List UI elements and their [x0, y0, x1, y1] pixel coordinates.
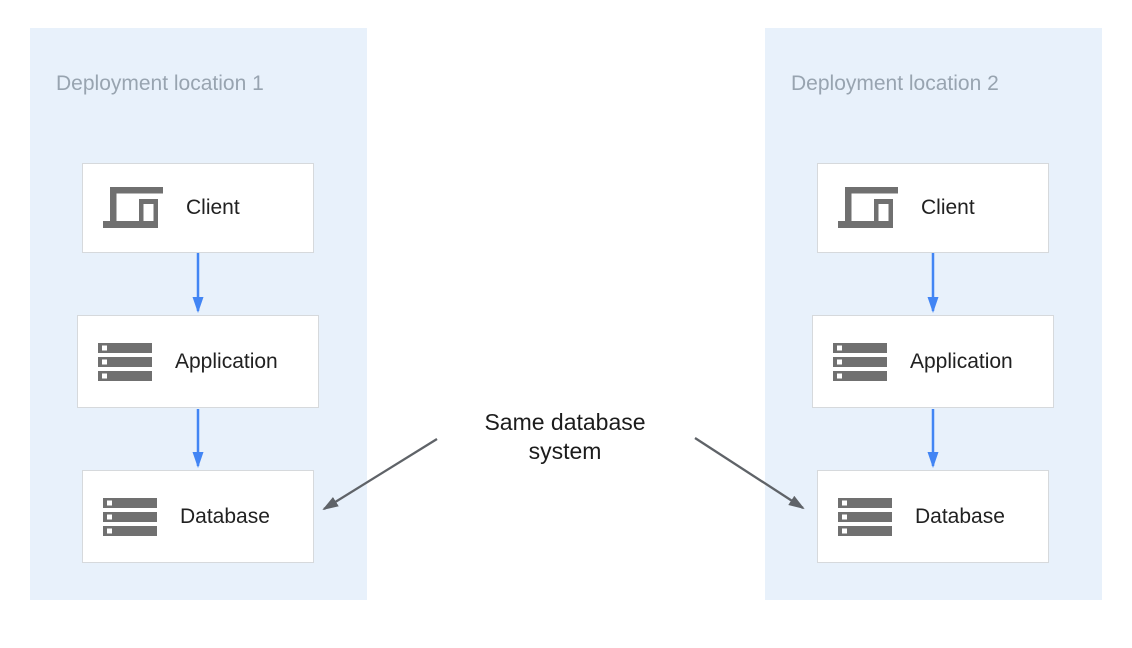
zone-title: Deployment location 1	[56, 72, 264, 95]
zone-title: Deployment location 2	[791, 72, 999, 95]
server-stack-icon	[103, 497, 157, 536]
node-label: Application	[910, 349, 1013, 373]
server-stack-icon	[98, 342, 152, 381]
node-client-1: Client	[82, 163, 314, 253]
server-stack-icon	[833, 342, 887, 381]
node-database-2: Database	[817, 470, 1049, 563]
node-application-2: Application	[812, 315, 1054, 408]
server-stack-icon	[838, 497, 892, 536]
node-database-1: Database	[82, 470, 314, 563]
node-label: Database	[915, 504, 1005, 528]
annotation-line-1: Same database	[484, 409, 646, 435]
client-devices-icon	[838, 187, 898, 229]
deployment-zone-2: Deployment location 2 Client	[765, 28, 1102, 600]
annotation-line-2: system	[528, 438, 602, 464]
node-label: Application	[175, 349, 278, 373]
deployment-zone-1: Deployment location 1 Client	[30, 28, 367, 600]
node-application-1: Application	[77, 315, 319, 408]
node-label: Database	[180, 504, 270, 528]
client-devices-icon	[103, 187, 163, 229]
same-database-annotation: Same database system	[465, 408, 665, 466]
node-client-2: Client	[817, 163, 1049, 253]
node-label: Client	[921, 196, 975, 219]
node-label: Client	[186, 196, 240, 219]
